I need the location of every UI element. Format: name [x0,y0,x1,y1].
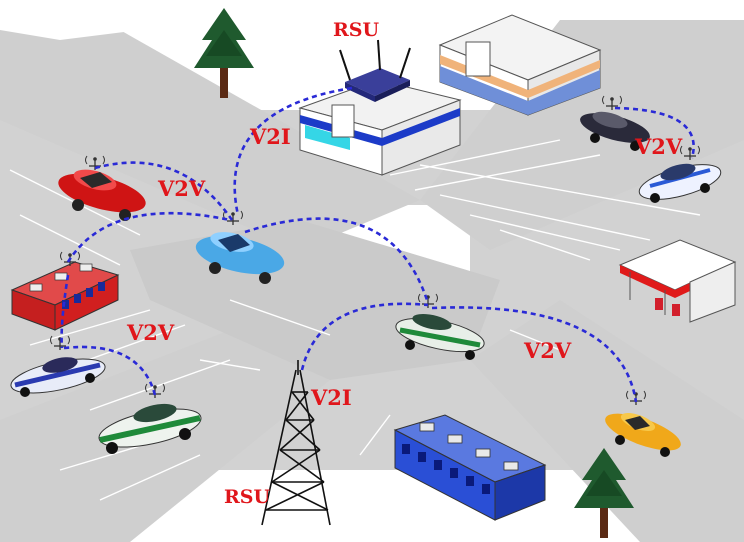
car-icon [195,210,285,284]
diagram-labels: RSU RSU V2I V2I V2V V2V V2V V2V [126,19,683,508]
building-icon [298,79,462,176]
lane-markings [9,139,701,501]
link-rsu-to-blue-car [233,86,353,216]
v2v-left-label: V2V [126,320,175,345]
car-icon [638,145,722,203]
rsu-bottom-label: RSU [224,486,271,508]
v2i-bottom-label: V2I [310,385,352,410]
car-icon [98,383,202,454]
bus-icon [10,251,120,331]
link-blue-car-to-green-car [244,217,430,304]
building-icon [393,414,547,521]
car-icon [395,293,485,360]
link-top-right-cars [614,106,695,159]
v2v-top-right-label: V2V [634,134,683,159]
v2v-right-label: V2V [523,338,572,363]
rsu-top-label: RSU [333,19,380,41]
car-icon [10,335,106,397]
v2i-top-label: V2I [249,124,291,149]
router-icon [339,39,411,102]
link-red-car-to-blue-car [94,161,234,221]
link-bus-to-blue-car [66,211,231,263]
v2v-red-car-label: V2V [157,176,206,201]
building-icon [438,14,602,116]
cell-tower-icon [261,360,331,526]
car-icon [605,390,681,457]
link-police-to-green-left [63,345,157,396]
gas-station-icon [618,239,737,323]
link-green-car-to-yellow-car [431,306,638,403]
communication-links [60,86,695,403]
car-icon [580,95,650,151]
